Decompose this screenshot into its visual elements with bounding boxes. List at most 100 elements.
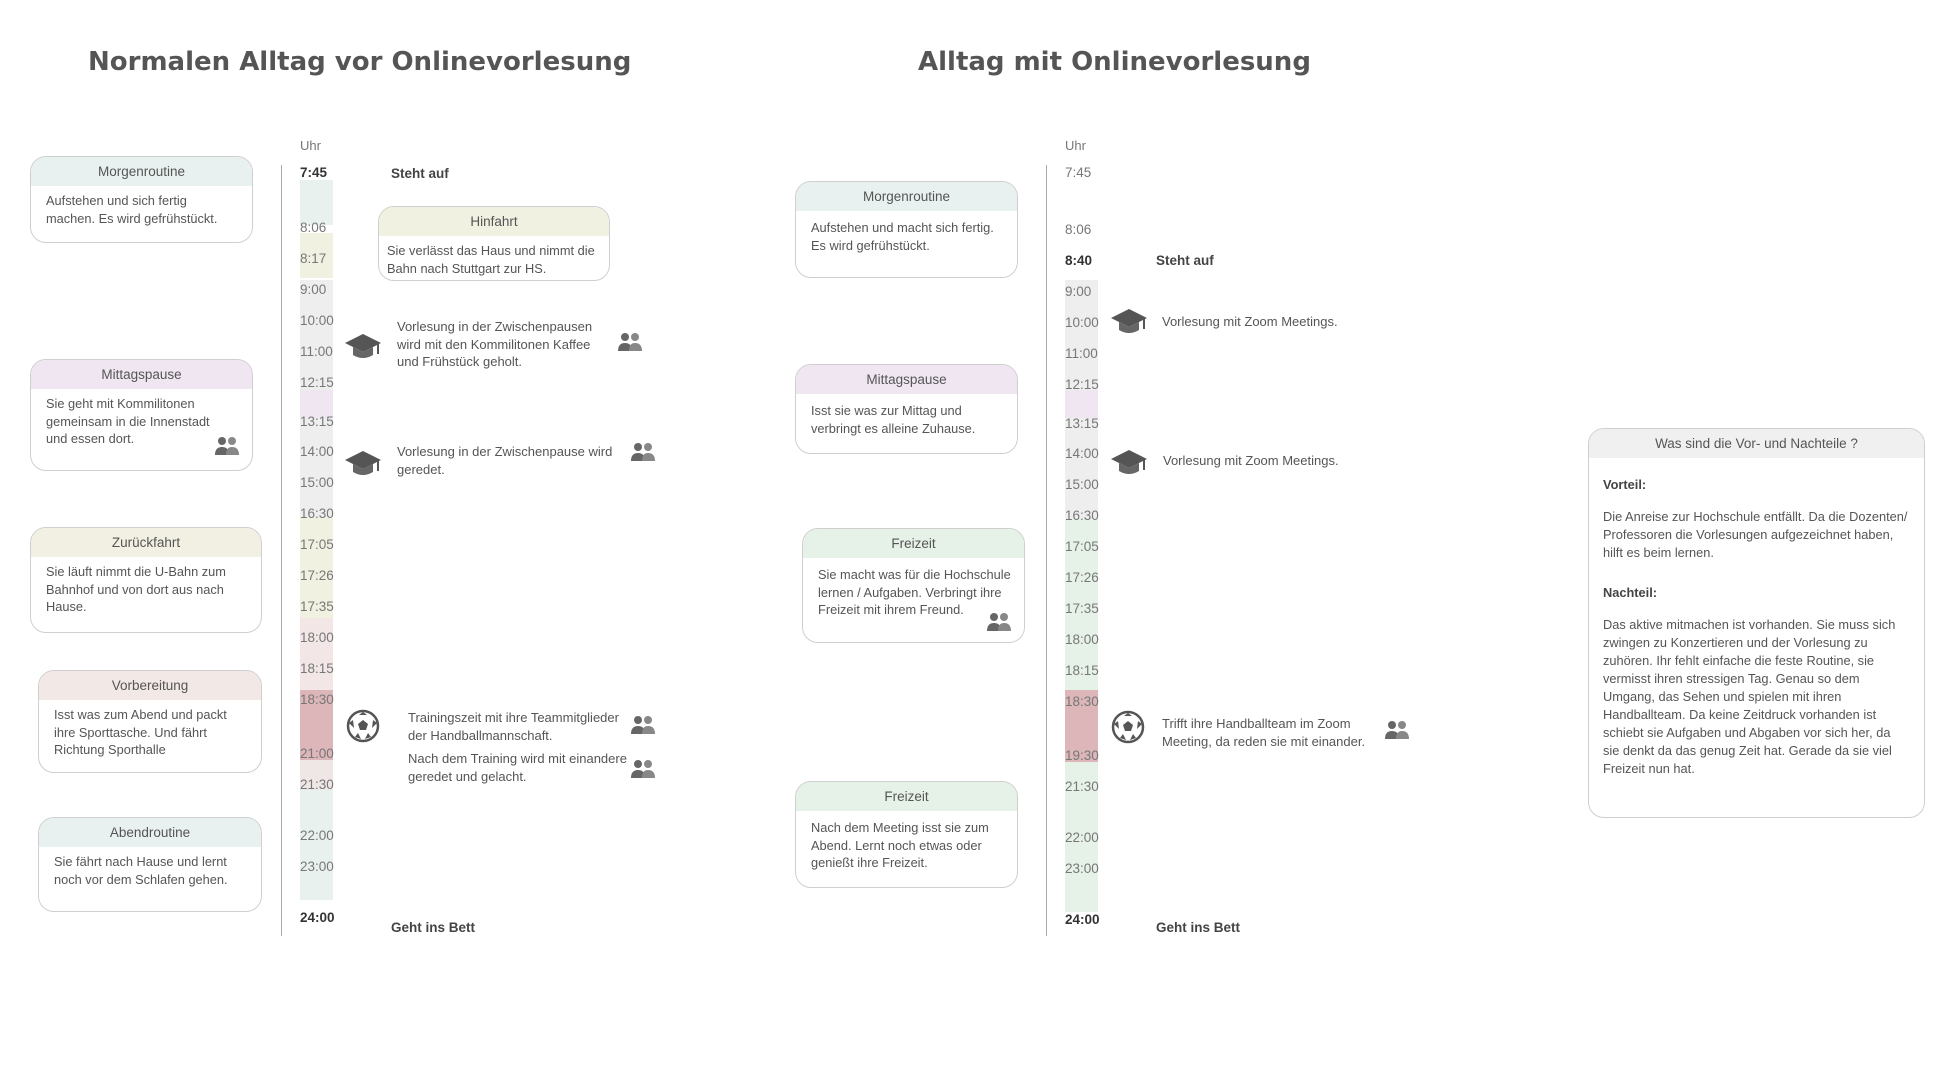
right-event-zoom-training: Trifft ihre Handballteam im Zoom Meeting… [1162,716,1366,749]
right-time: 21:30 [1065,779,1099,794]
left-wake-marker: Steht auf [391,166,449,181]
right-band-lecture-1 [1065,280,1098,390]
left-time: 21:00 [300,746,334,761]
right-time: 13:15 [1065,416,1099,431]
card-text: Aufstehen und macht sich fertig. Es wird… [811,220,994,253]
right-time: 8:06 [1065,222,1092,237]
handball-icon [1111,710,1145,744]
left-time: 18:30 [300,692,334,707]
left-time: 17:35 [300,599,334,614]
right-time: 17:35 [1065,601,1099,616]
right-timeline-axis [1046,165,1047,936]
left-time: 23:00 [300,859,334,874]
card-mittagspause: Mittagspause Sie geht mit Kommilitonen g… [30,359,253,471]
right-title: Alltag mit Onlinevorlesung [918,47,1311,77]
graduation-cap-icon [1111,309,1147,333]
right-time: 15:00 [1065,477,1099,492]
right-band-lunch [1065,390,1098,418]
card-title: Vorbereitung [39,671,261,700]
nachteil-text: Das aktive mitmachen ist vorhanden. Sie … [1603,617,1896,776]
pros-cons-body: Vorteil: Die Anreise zur Hochschule entf… [1589,458,1924,812]
graduation-cap-icon [1111,450,1147,474]
left-band-lecture-2 [300,418,333,518]
card-zurueckfahrt: Zurückfahrt Sie läuft nimmt die U-Bahn z… [30,527,262,633]
vorteil-text: Die Anreise zur Hochschule entfällt. Da … [1603,509,1908,560]
card-text: Sie verlässt das Haus und nimmt die Bahn… [387,243,595,276]
right-band-zoom-training [1065,690,1098,762]
left-sleep-marker: Geht ins Bett [391,920,476,935]
card-vorbereitung: Vorbereitung Isst was zum Abend und pack… [38,670,262,773]
left-band-evening [300,790,333,900]
left-band-morning [300,180,333,225]
pros-cons-box: Was sind die Vor- und Nachteile ? Vortei… [1588,428,1925,818]
left-time: 11:00 [300,344,333,359]
card-text: Aufstehen und sich fertig machen. Es wir… [46,193,218,226]
people-icon [631,760,655,778]
card-title: Mittagspause [796,365,1017,394]
left-event-training: Trainingszeit mit ihre Teammitglieder de… [408,710,619,743]
vorteil-label: Vorteil: [1603,477,1647,492]
right-time: 16:30 [1065,508,1099,523]
left-band-lunch [300,390,333,418]
left-time: 18:00 [300,630,334,645]
left-event-lecture-1: Vorlesung in der Zwischenpausen wird mit… [397,319,593,369]
card-freizeit: Freizeit Nach dem Meeting isst sie zum A… [795,781,1018,888]
card-text: Sie geht mit Kommilitonen gemeinsam in d… [46,396,210,446]
card-abendroutine: Abendroutine Sie fährt nach Hause und le… [38,817,262,912]
handball-icon [346,709,380,743]
left-event-lecture-2: Vorlesung in der Zwischenpause wird gere… [397,444,613,477]
left-time: 7:45 [300,165,328,180]
left-title: Normalen Alltag vor Onlinevorlesung [88,47,632,77]
left-band-return [300,518,333,618]
left-band-prep [300,618,333,690]
left-time: 17:26 [300,568,334,583]
right-sleep-marker: Geht ins Bett [1156,920,1241,935]
left-event-after-training: Nach dem Training wird mit einandere ger… [408,751,627,784]
nachteil-label: Nachteil: [1603,585,1658,600]
right-band-freizeit-2 [1065,762,1098,912]
card-text: Sie fährt nach Hause und lernt noch vor … [54,854,228,887]
people-icon [631,716,655,734]
right-time: 11:00 [1065,346,1098,361]
left-uhr-label: Uhr [300,138,321,153]
right-time: 7:45 [1065,165,1092,180]
right-time: 10:00 [1065,315,1099,330]
left-time: 24:00 [300,910,335,925]
graduation-cap-icon [345,451,381,475]
right-time: 19:30 [1065,748,1099,763]
right-time: 18:30 [1065,694,1099,709]
right-wake-marker: Steht auf [1156,253,1214,268]
right-time: 12:15 [1065,377,1099,392]
right-time: 17:26 [1065,570,1099,585]
left-time: 16:30 [300,506,334,521]
people-icon [618,333,642,351]
right-band-lecture-2 [1065,418,1098,518]
right-time: 18:15 [1065,663,1099,678]
card-title: Hinfahrt [379,207,609,236]
left-time: 8:17 [300,251,327,266]
card-morgenroutine: Morgenroutine Aufstehen und sich fertig … [30,156,253,243]
left-band-lecture-1 [300,280,333,390]
card-freizeit: Freizeit Sie macht was für die Hochschul… [802,528,1025,643]
left-band-after-training [300,760,333,790]
left-time: 18:15 [300,661,334,676]
card-text: Nach dem Meeting isst sie zum Abend. Ler… [811,820,989,870]
right-time: 24:00 [1065,912,1100,927]
left-time: 9:00 [300,282,327,297]
left-band-training [300,690,333,760]
people-icon [987,613,1011,631]
card-hinfahrt: Hinfahrt Sie verlässt das Haus und nimmt… [378,206,610,281]
card-title: Morgenroutine [796,182,1017,211]
people-icon [215,437,239,455]
card-text: Isst was zum Abend und packt ihre Sportt… [54,707,227,757]
left-time: 15:00 [300,475,334,490]
left-time: 8:06 [300,220,327,235]
graduation-cap-icon [345,334,381,358]
card-title: Zurückfahrt [31,528,261,557]
card-morgenroutine: Morgenroutine Aufstehen und macht sich f… [795,181,1018,278]
card-title: Mittagspause [31,360,252,389]
people-icon [631,443,655,461]
left-time: 12:15 [300,375,334,390]
right-time: 18:00 [1065,632,1099,647]
